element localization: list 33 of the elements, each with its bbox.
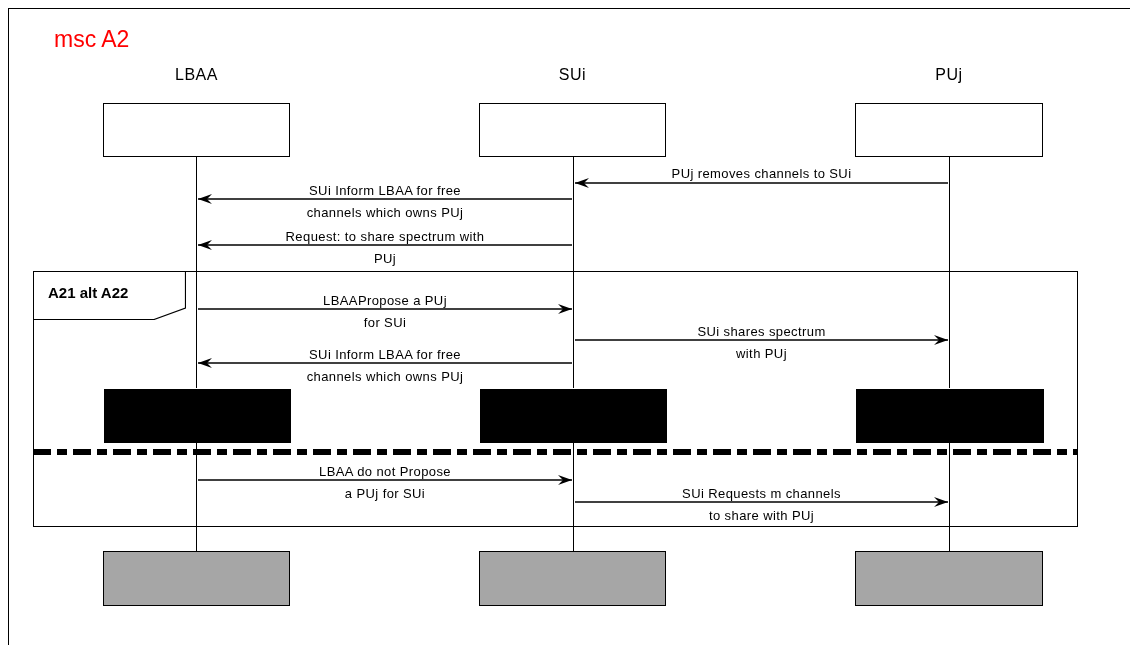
instance-end-box xyxy=(103,551,290,606)
lifeline xyxy=(572,442,575,551)
message-arrow xyxy=(197,194,573,204)
message-label: LBAAPropose a PUj for SUi xyxy=(322,292,448,332)
message-label: SUi shares spectrum with PUj xyxy=(696,323,827,363)
lifeline xyxy=(195,442,198,551)
lifeline-name: PUj xyxy=(934,66,964,84)
message-arrow xyxy=(197,304,573,314)
lifeline xyxy=(195,157,198,388)
lifeline-name: SUi xyxy=(557,66,588,84)
diagram-title: msc A2 xyxy=(54,26,130,53)
instance-end-box xyxy=(855,551,1043,606)
message-arrow xyxy=(197,475,573,485)
condition-box xyxy=(856,389,1044,443)
condition-box xyxy=(104,389,291,443)
message-label: SUi Inform LBAA for free channels which owns PUj xyxy=(305,182,465,222)
instance-end-box xyxy=(479,551,666,606)
message-label: LBAA do not Propose a PUj for SUi xyxy=(318,463,452,503)
alt-frame xyxy=(33,271,1078,527)
lifeline-name: LBAA xyxy=(174,66,219,84)
message-arrow xyxy=(574,178,949,188)
message-arrow xyxy=(197,358,573,368)
condition-box xyxy=(480,389,667,443)
message-label: PUj removes channels to SUi xyxy=(670,166,853,181)
message-arrow xyxy=(574,497,949,507)
lifeline xyxy=(572,157,575,388)
message-label: SUi Inform LBAA for free channels which owns PUj xyxy=(305,346,465,386)
message-arrow xyxy=(574,335,949,345)
message-label: SUi Requests m channels to share with PUj xyxy=(681,485,842,525)
message-label: Request: to share spectrum with PUj xyxy=(285,228,485,268)
message-arrow xyxy=(197,240,573,250)
lifeline xyxy=(948,157,951,388)
lifeline xyxy=(948,442,951,551)
